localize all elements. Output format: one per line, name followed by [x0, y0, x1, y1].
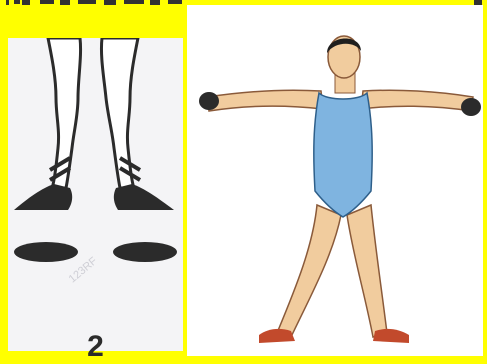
position-number: 2	[8, 330, 183, 364]
legs-illustration: 123RF	[8, 38, 183, 351]
dancer-illustration-panel	[187, 5, 483, 356]
second-position-feet-diagram: 123RF 2	[8, 38, 183, 351]
svg-text:123RF: 123RF	[67, 255, 100, 286]
dancer-figure	[187, 5, 483, 356]
